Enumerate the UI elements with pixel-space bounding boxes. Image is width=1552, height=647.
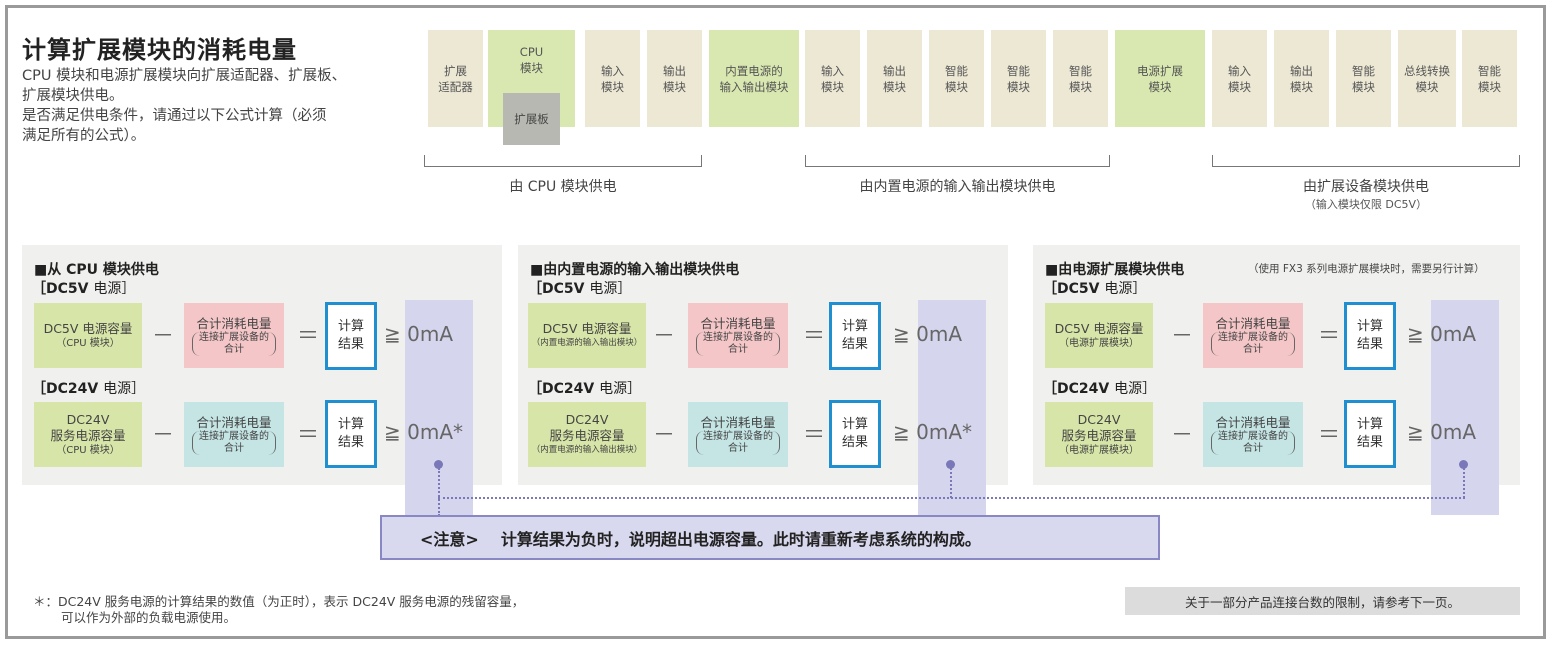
module-input: 输入模块 — [805, 30, 860, 127]
module-output: 输出模块 — [1274, 30, 1329, 127]
connector-line — [438, 497, 1465, 499]
dc24v-consumption-box: 合计消耗电量连接扩展设备的合计 — [688, 402, 788, 467]
dc5v-comparison: ≧ 0mA — [384, 322, 454, 346]
connector-line — [438, 468, 440, 516]
module-intelligent: 智能模块 — [1462, 30, 1517, 127]
panel-cpu-supply: ■从 CPU 模块供电 ［DC5V 电源］ DC5V 电源容量（CPU 模块） … — [22, 245, 502, 515]
intro-text: CPU 模块和电源扩展模块向扩展适配器、扩展板、 扩展模块供电。 是否满足供电条… — [22, 66, 417, 146]
connector-line — [1463, 468, 1465, 498]
group-label-ext: 由扩展设备模块供电 （输入模块仅限 DC5V） — [1212, 176, 1520, 212]
module-output: 输出模块 — [647, 30, 702, 127]
caution-tag: <注意> — [420, 529, 479, 549]
equals-sign: ＝ — [803, 423, 826, 448]
module-intelligent: 智能模块 — [1336, 30, 1391, 127]
dc24v-header: ［DC24V 电源］ — [32, 381, 146, 397]
minus-sign: － — [653, 423, 676, 448]
module-output: 输出模块 — [867, 30, 922, 127]
caution-text: 计算结果为负时，说明超出电源容量。此时请重新考虑系统的构成。 — [500, 529, 981, 549]
panel-note: （使用 FX3 系列电源扩展模块时，需要另行计算） — [1248, 263, 1485, 275]
minus-sign: － — [653, 324, 676, 349]
intro-line: CPU 模块和电源扩展模块向扩展适配器、扩展板、 — [22, 68, 347, 84]
footnote-line: 可以作为外部的负载电源使用。 — [61, 610, 237, 625]
module-power-expansion: 电源扩展模块 — [1115, 30, 1205, 127]
connector-dot — [434, 460, 443, 469]
connector-dot — [1459, 460, 1468, 469]
dc24v-comparison: ≧ 0mA* — [893, 420, 973, 444]
result-zone — [918, 300, 986, 515]
dc24v-comparison: ≧ 0mA* — [384, 420, 464, 444]
dc5v-consumption-box: 合计消耗电量连接扩展设备的合计 — [1203, 303, 1303, 368]
dc5v-consumption-box: 合计消耗电量连接扩展设备的合计 — [184, 303, 284, 368]
connector-dot — [946, 460, 955, 469]
dc5v-capacity-box: DC5V 电源容量（电源扩展模块） — [1045, 303, 1153, 368]
equals-sign: ＝ — [1318, 324, 1341, 349]
panel-io-supply: ■由内置电源的输入输出模块供电 ［DC5V 电源］ DC5V 电源容量（内置电源… — [518, 245, 1008, 515]
panel-title: ■从 CPU 模块供电 — [34, 262, 159, 278]
dc5v-header: ［DC5V 电源］ — [32, 281, 136, 297]
dc5v-comparison: ≧ 0mA — [1407, 322, 1477, 346]
group-sublabel: （输入模块仅限 DC5V） — [1304, 198, 1428, 211]
next-page-note: 关于一部分产品连接台数的限制，请参考下一页。 — [1125, 587, 1520, 615]
dc24v-header: ［DC24V 电源］ — [1043, 381, 1157, 397]
module-expansion-adapter: 扩展适配器 — [428, 30, 483, 127]
dc5v-consumption-box: 合计消耗电量连接扩展设备的合计 — [688, 303, 788, 368]
group-bracket-cpu — [424, 155, 702, 167]
dc24v-result-box: 计算结果 — [325, 400, 377, 468]
minus-sign: － — [152, 423, 175, 448]
intro-line: 是否满足供电条件，请通过以下公式计算（必须 — [22, 108, 327, 124]
panel-title: ■由电源扩展模块供电 — [1045, 262, 1185, 278]
equals-sign: ＝ — [297, 423, 320, 448]
minus-sign: － — [1171, 324, 1194, 349]
dc24v-result-box: 计算结果 — [1344, 400, 1396, 468]
group-label-cpu: 由 CPU 模块供电 — [509, 179, 617, 195]
dc24v-header: ［DC24V 电源］ — [528, 381, 642, 397]
minus-sign: － — [152, 324, 175, 349]
dc24v-consumption-box: 合计消耗电量连接扩展设备的合计 — [184, 402, 284, 467]
module-intelligent: 智能模块 — [991, 30, 1046, 127]
group-bracket-io — [805, 155, 1110, 167]
minus-sign: － — [1171, 423, 1194, 448]
equals-sign: ＝ — [297, 324, 320, 349]
dc5v-header: ［DC5V 电源］ — [528, 281, 632, 297]
page-title: 计算扩展模块的消耗电量 — [22, 36, 297, 64]
dc5v-comparison: ≧ 0mA — [893, 322, 963, 346]
dc5v-result-box: 计算结果 — [829, 302, 881, 370]
dc24v-comparison: ≧ 0mA — [1407, 420, 1477, 444]
group-bracket-ext — [1212, 155, 1520, 167]
dc5v-result-box: 计算结果 — [325, 302, 377, 370]
group-label-io: 由内置电源的输入输出模块供电 — [859, 179, 1056, 195]
module-powered-io: 内置电源的输入输出模块 — [709, 30, 799, 127]
footnote: ＊：DC24V 服务电源的计算结果的数值（为正时），表示 DC24V 服务电源的… — [33, 594, 524, 626]
dc24v-consumption-box: 合计消耗电量连接扩展设备的合计 — [1203, 402, 1303, 467]
expansion-board: 扩展板 — [503, 93, 560, 145]
equals-sign: ＝ — [1318, 423, 1341, 448]
module-bus-conversion: 总线转换模块 — [1398, 30, 1456, 127]
equals-sign: ＝ — [803, 324, 826, 349]
caution-banner: <注意> 计算结果为负时，说明超出电源容量。此时请重新考虑系统的构成。 — [380, 515, 1160, 560]
dc5v-capacity-box: DC5V 电源容量（内置电源的输入输出模块） — [528, 303, 646, 368]
panel-title: ■由内置电源的输入输出模块供电 — [530, 262, 740, 278]
dc5v-result-box: 计算结果 — [1344, 302, 1396, 370]
intro-line: 扩展模块供电。 — [22, 88, 124, 104]
connector-line — [950, 468, 952, 498]
module-intelligent: 智能模块 — [1053, 30, 1108, 127]
panel-power-expansion-supply: ■由电源扩展模块供电 （使用 FX3 系列电源扩展模块时，需要另行计算） ［DC… — [1033, 245, 1520, 515]
intro-line: 满足所有的公式）。 — [22, 128, 146, 144]
result-zone — [1431, 300, 1499, 515]
dc24v-result-box: 计算结果 — [829, 400, 881, 468]
dc5v-capacity-box: DC5V 电源容量（CPU 模块） — [34, 303, 142, 368]
footnote-line: ＊：DC24V 服务电源的计算结果的数值（为正时），表示 DC24V 服务电源的… — [33, 594, 525, 609]
module-input: 输入模块 — [1212, 30, 1267, 127]
dc5v-header: ［DC5V 电源］ — [1043, 281, 1147, 297]
module-input: 输入模块 — [585, 30, 640, 127]
module-intelligent: 智能模块 — [929, 30, 984, 127]
